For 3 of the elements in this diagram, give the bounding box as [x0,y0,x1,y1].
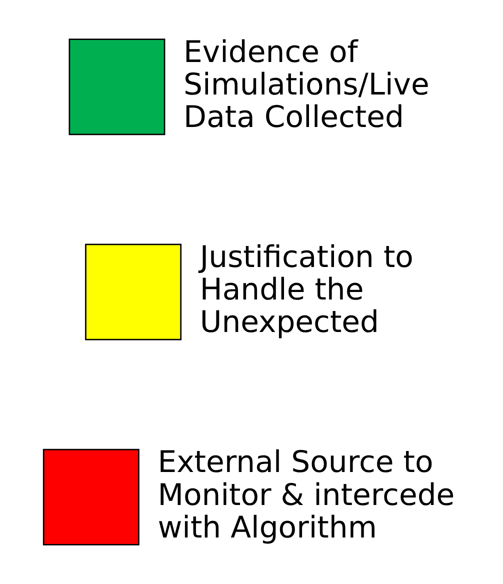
legend-label: Justification to Handle the Unexpected [200,240,414,340]
legend-label: Evidence of Simulations/Live Data Collected [184,34,430,136]
legend-label: External Source to Monitor & intercede with Algorithm [158,445,455,546]
